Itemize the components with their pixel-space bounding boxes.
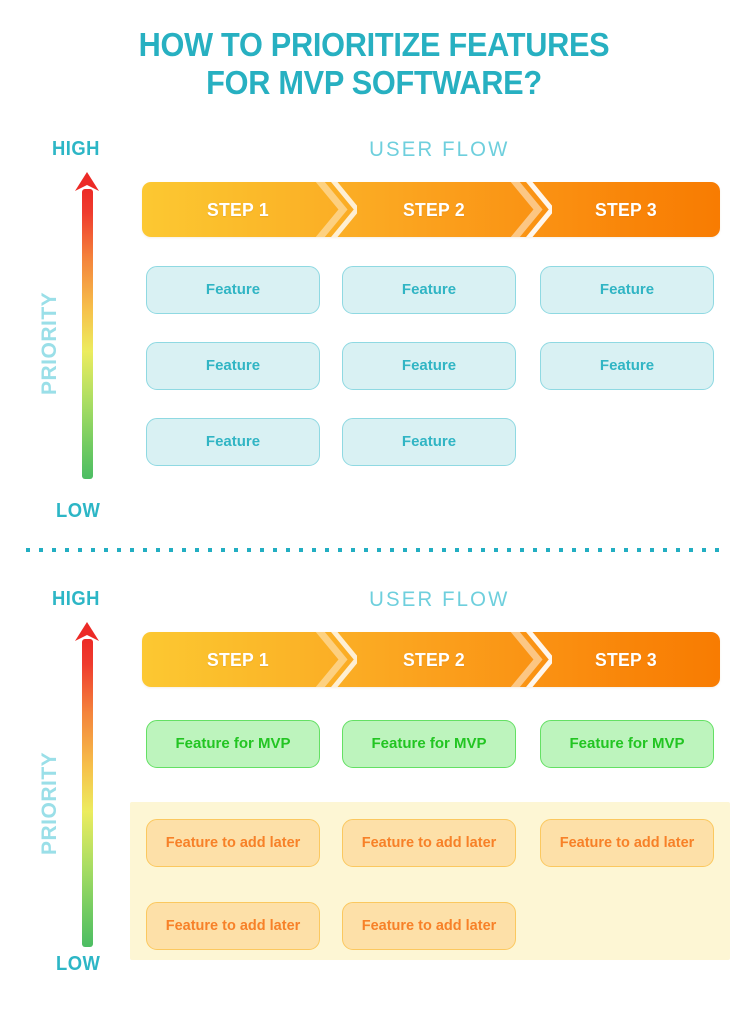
step-bar-top: STEP 1 STEP 2 STEP 3 (142, 182, 720, 237)
mvp-feature-box[interactable]: Feature for MVP (540, 720, 714, 768)
priority-arrow-shaft-top (82, 189, 93, 479)
later-feature-box[interactable]: Feature to add later (146, 819, 320, 867)
feature-box[interactable]: Feature (342, 342, 516, 390)
step-chevron-1-top (315, 182, 357, 237)
step-label-3-top: STEP 3 (595, 199, 657, 220)
feature-box[interactable]: Feature (342, 418, 516, 466)
step-chevron-2-top (510, 182, 552, 237)
axis-label-low-top: LOW (56, 500, 101, 522)
user-flow-caption-bottom: USER FLOW (369, 588, 510, 611)
feature-box[interactable]: Feature (146, 342, 320, 390)
section-divider (26, 548, 726, 552)
step-label-3-bottom: STEP 3 (595, 649, 657, 670)
priority-arrow-head-notch-top (75, 185, 99, 191)
step-label-1-top: STEP 1 (207, 199, 269, 220)
step-label-2-bottom: STEP 2 (403, 649, 465, 670)
mvp-feature-box[interactable]: Feature for MVP (146, 720, 320, 768)
mvp-feature-box[interactable]: Feature for MVP (342, 720, 516, 768)
feature-box[interactable]: Feature (342, 266, 516, 314)
axis-label-high-top: HIGH (52, 138, 100, 160)
step-label-2-top: STEP 2 (403, 199, 465, 220)
axis-title-priority-bottom: PRIORITY (38, 751, 61, 855)
priority-arrow-shaft-bottom (82, 639, 93, 947)
feature-box[interactable]: Feature (146, 418, 320, 466)
later-feature-box[interactable]: Feature to add later (342, 819, 516, 867)
page-title-line-1: HOW TO PRIORITIZE FEATURES (138, 26, 610, 63)
feature-box[interactable]: Feature (146, 266, 320, 314)
axis-label-low-bottom: LOW (56, 953, 101, 975)
step-chevron-2-bottom (510, 632, 552, 687)
step-label-1-bottom: STEP 1 (207, 649, 269, 670)
user-flow-caption-top: USER FLOW (369, 138, 510, 161)
later-feature-box[interactable]: Feature to add later (146, 902, 320, 950)
page-title: HOW TO PRIORITIZE FEATURES FOR MVP SOFTW… (26, 26, 722, 102)
step-chevron-1-bottom (315, 632, 357, 687)
priority-arrow-head-notch-bottom (75, 635, 99, 641)
section-all-features: HIGH PRIORITY LOW USER FLOW STEP 1 STEP … (38, 138, 720, 522)
later-feature-box[interactable]: Feature to add later (342, 902, 516, 950)
step-bar-bottom: STEP 1 STEP 2 STEP 3 (142, 632, 720, 687)
later-feature-box[interactable]: Feature to add later (540, 819, 714, 867)
feature-box[interactable]: Feature (540, 342, 714, 390)
page-title-line-2: FOR MVP SOFTWARE? (206, 64, 542, 101)
feature-box[interactable]: Feature (540, 266, 714, 314)
axis-label-high-bottom: HIGH (52, 588, 100, 610)
